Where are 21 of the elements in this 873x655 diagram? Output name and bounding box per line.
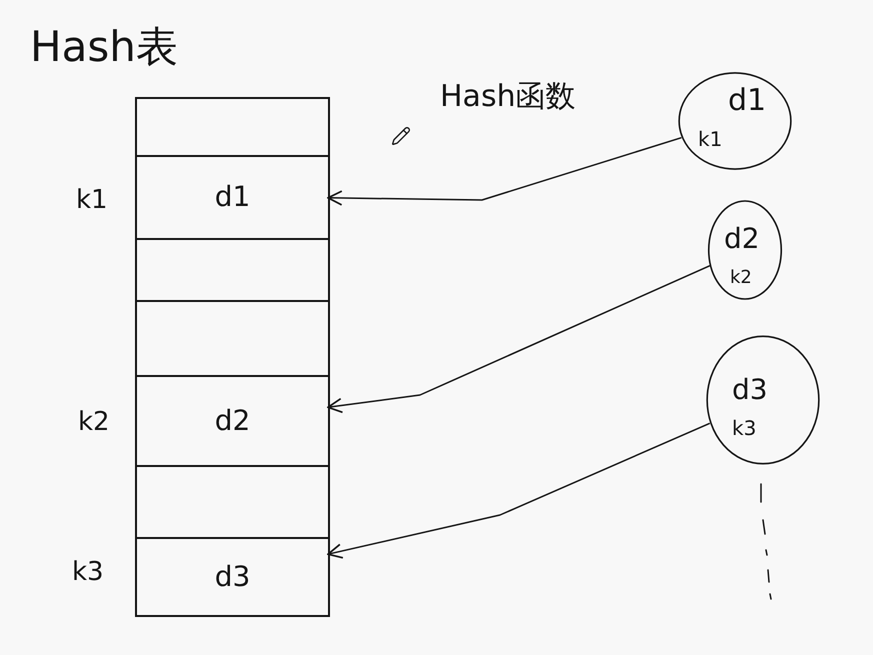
data-text: d1 — [728, 84, 766, 117]
cell-text: d2 — [214, 406, 250, 436]
record-circle — [706, 335, 820, 465]
key-text: k2 — [730, 268, 752, 288]
record-circle — [708, 200, 782, 300]
key-label: k3 — [72, 558, 104, 587]
arrow — [327, 136, 682, 206]
hash-table — [135, 97, 330, 617]
annotation-text: Hash函数 — [440, 80, 576, 113]
data-text: d3 — [732, 375, 768, 406]
key-label: k2 — [78, 408, 110, 437]
data-text: d2 — [724, 224, 760, 255]
arrow — [327, 265, 710, 414]
cell-text: d3 — [214, 562, 250, 592]
cell-text: d1 — [214, 182, 250, 213]
key-label: k1 — [76, 186, 108, 215]
record-circle — [678, 72, 792, 170]
key-text: k3 — [732, 417, 756, 439]
title: Hash表 — [30, 24, 178, 70]
arrow — [327, 422, 710, 559]
key-text: k1 — [698, 128, 722, 150]
